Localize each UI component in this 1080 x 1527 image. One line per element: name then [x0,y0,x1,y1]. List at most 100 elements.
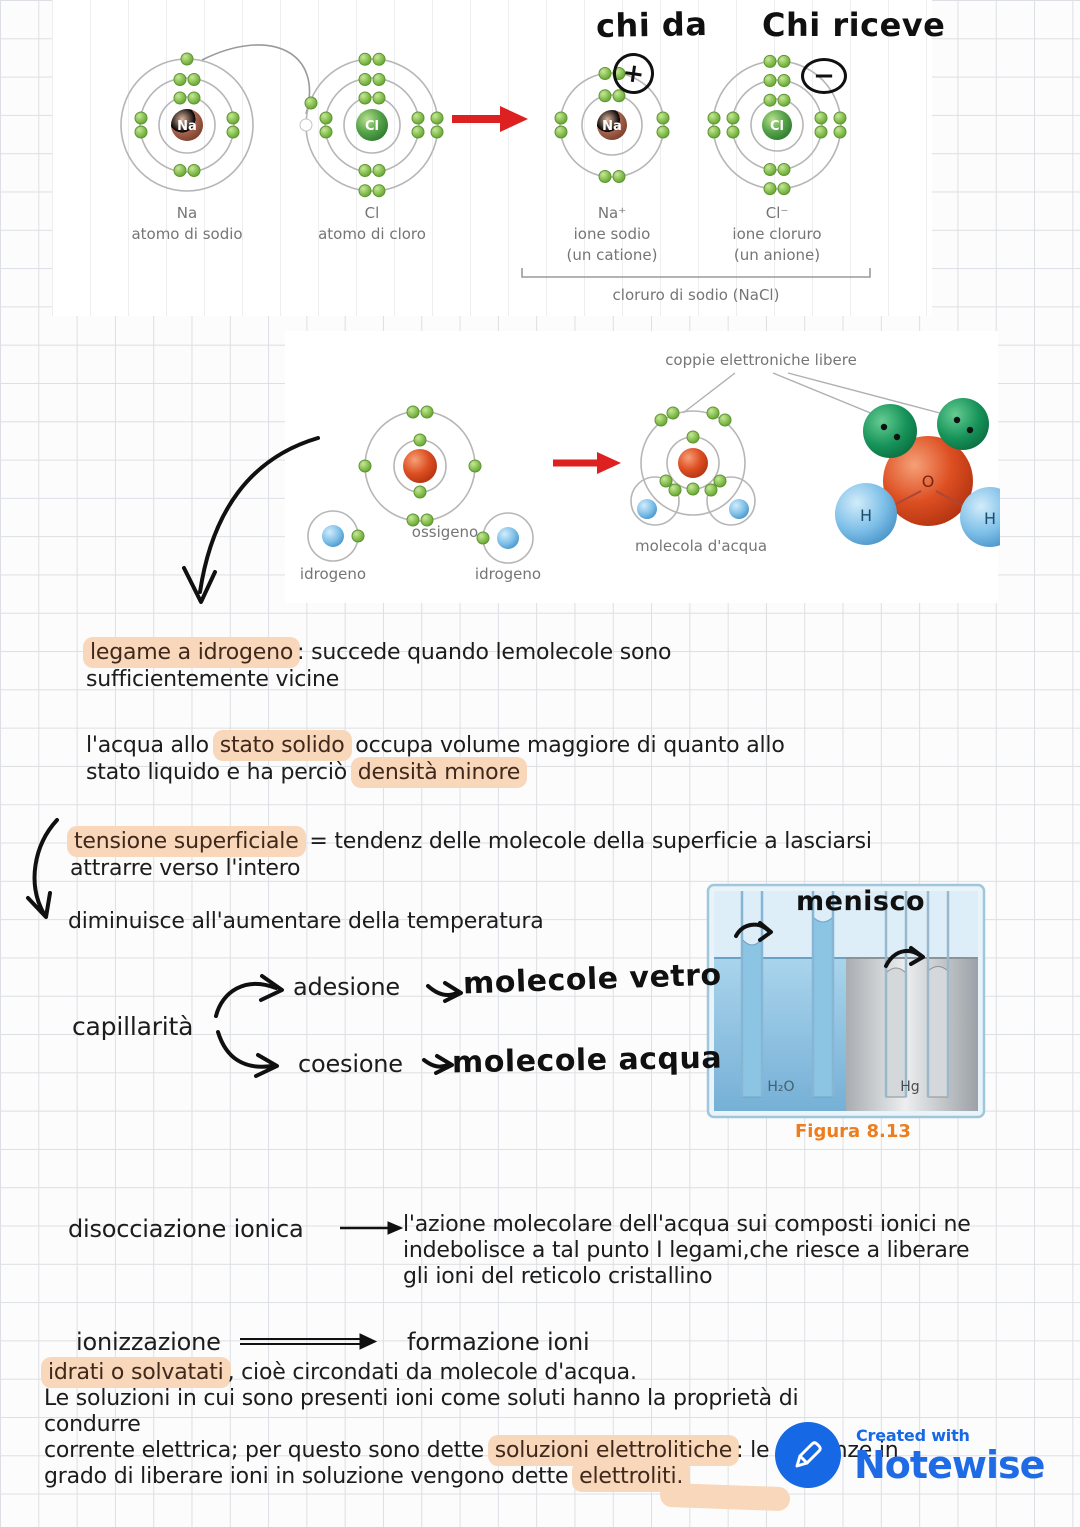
hydrogen-left-label: idrogeno [300,565,366,583]
na-nucleus-label: Na [177,119,197,134]
na-ion-nucleus-label: Na [602,119,622,134]
note-text: occupa volume maggiore di quanto allo [348,733,785,758]
note-tension-line1: tensione superficiale = tendenz delle mo… [67,826,872,857]
note-adhesion: adesione [293,973,400,1001]
na-ion-caption-sub2: (un catione) [567,246,658,264]
handwriting-molecole-acqua: molecole acqua [451,1040,723,1081]
reaction-arrow-2 [553,452,621,474]
water-molecule-shell-model [630,406,756,526]
cl-ion: Cl [707,54,847,196]
note-text: corrente elettrica; per questo sono dett… [44,1438,491,1463]
branch-arrow-adhesion-head [259,974,284,1002]
note-capillarity: capillarità [72,1012,194,1041]
note-dissociation-def2: indebolisce a tal punto I legami,che rie… [403,1238,970,1263]
note-final-line4: corrente elettrica; per questo sono dett… [44,1435,899,1466]
water-molecule-label: molecola d'acqua [635,537,767,555]
cl-caption: Cl [365,204,380,222]
curved-arrow-tension-head [26,891,52,919]
note-dissociation-def1: l'azione molecolare dell'acqua sui compo… [403,1212,971,1237]
note-final-line3: condurre [44,1412,141,1437]
oxygen-label: ossigeno [412,523,478,541]
note-ionization-term: ionizzazione [76,1328,221,1356]
cl-atom: Cl [299,52,444,198]
dissociation-arrow-head [387,1221,404,1235]
pasted-image-ionic-bond-bg [52,0,932,316]
na-caption: Na [177,204,197,222]
branch-arrow-cohesion-head [254,1053,279,1078]
handwriting-chi-riceve: Chi riceve [762,6,946,44]
plus-sign: + [620,57,647,90]
hand-arrow-acqua-head [434,1054,454,1075]
cl-caption-sub: atomo di cloro [318,225,426,243]
hydrogen-atom-left [307,510,365,562]
na-ion-caption: Na⁺ [598,204,626,222]
note-text: stato liquido e ha perciò [86,760,354,785]
note-text: grado di liberare ioni in soluzione veng… [44,1464,576,1489]
na-caption-sub: atomo di sodio [131,225,242,243]
note-text: , cioè circondati da molecole d'acqua. [227,1360,637,1385]
watermark-created-with: Created with [856,1426,970,1445]
highlight-elettroliti: elettroliti. [572,1461,691,1492]
note-text: : succede quando lemolecole sono [297,640,672,665]
h2o-label: H₂O [767,1079,794,1095]
pencil-icon [795,1441,822,1468]
cl-nucleus-label: Cl [365,119,379,134]
electron-transfer-arc [201,44,311,115]
water-molecule-diagram: coppie elettroniche libere ossigeno idro… [300,351,1000,583]
highlight-densita-minore: densità minore [350,757,528,788]
minus-circle-annotation: − [801,58,847,94]
mercury-tank [846,958,978,1111]
note-temperature: diminuisce all'aumentare della temperatu… [68,909,544,934]
note-cohesion: coesione [298,1050,403,1078]
note-ice-line1: l'acqua allo stato solido occupa volume … [86,730,785,761]
branch-arrow-cohesion [216,1030,274,1069]
ionization-arrow-head [359,1333,378,1350]
note-ice-line2: stato liquido e ha perciò densità minore [86,757,528,788]
water-space-filling-model: O H H [835,398,1000,547]
figure-caption: Figura 8.13 [795,1121,911,1142]
notewise-logo-circle [775,1422,841,1488]
handwriting-molecole-vetro: molecole vetro [462,957,723,1002]
note-tension-line2: attrarre verso l'intero [70,856,301,881]
note-text: = tendenz delle molecole della superfici… [302,829,872,854]
highlight-soluzioni-elettrolitiche: soluzioni elettrolitiche [487,1435,740,1466]
ionic-bond-diagram: Na Cl [120,44,871,304]
note-dissociation-term: disocciazione ionica [68,1215,304,1243]
hand-arrow-vetro [426,984,459,997]
hydrogen-atom-right [476,512,534,564]
nacl-caption: cloruro di sodio (NaCl) [613,286,780,304]
curved-arrow-to-hbond-head [182,566,217,604]
handwriting-menisco: menisco [796,886,926,917]
highlight-tensione-superficiale: tensione superficiale [67,826,306,857]
note-hydrogen-bond-line2: sufficientemente vicine [86,667,340,692]
cl-ion-nucleus-label: Cl [770,119,784,134]
electron-vacancy [299,118,313,132]
highlight-legame-a-idrogeno: legame a idrogeno [83,637,301,668]
oxygen-atom [358,405,482,527]
mercury-capillary-tubes [884,891,950,1098]
note-ionization-def: formazione ioni [407,1328,590,1356]
highlight-stato-solido: stato solido [212,730,352,761]
hand-arrow-acqua [422,1058,450,1069]
h-letter-left: H [860,506,872,525]
meniscus-figure: H₂O Hg [706,883,986,1119]
note-hydrogen-bond-line1: legame a idrogeno: succede quando lemole… [83,637,672,668]
nacl-bracket [521,268,871,278]
h-letter-right: H [984,509,996,528]
hand-arrow-vetro-head [443,981,463,1003]
handwriting-chi-da: chi da [595,5,708,45]
note-final-line5: grado di liberare ioni in soluzione veng… [44,1461,691,1492]
hg-label: Hg [900,1079,919,1095]
free-pairs-label: coppie elettroniche libere [665,351,857,369]
minus-sign: − [813,61,835,91]
curved-arrow-tension [32,818,59,916]
cl-ion-caption-sub2: (un anione) [734,246,820,264]
cl-ion-caption-sub: ione cloruro [732,225,821,243]
na-ion-caption-sub: ione sodio [574,225,651,243]
hydrogen-right-label: idrogeno [475,565,541,583]
watermark-brand: Notewise [854,1443,1045,1487]
o-letter: O [922,472,935,491]
reaction-arrow [452,106,528,132]
na-ion: Na [554,67,670,183]
